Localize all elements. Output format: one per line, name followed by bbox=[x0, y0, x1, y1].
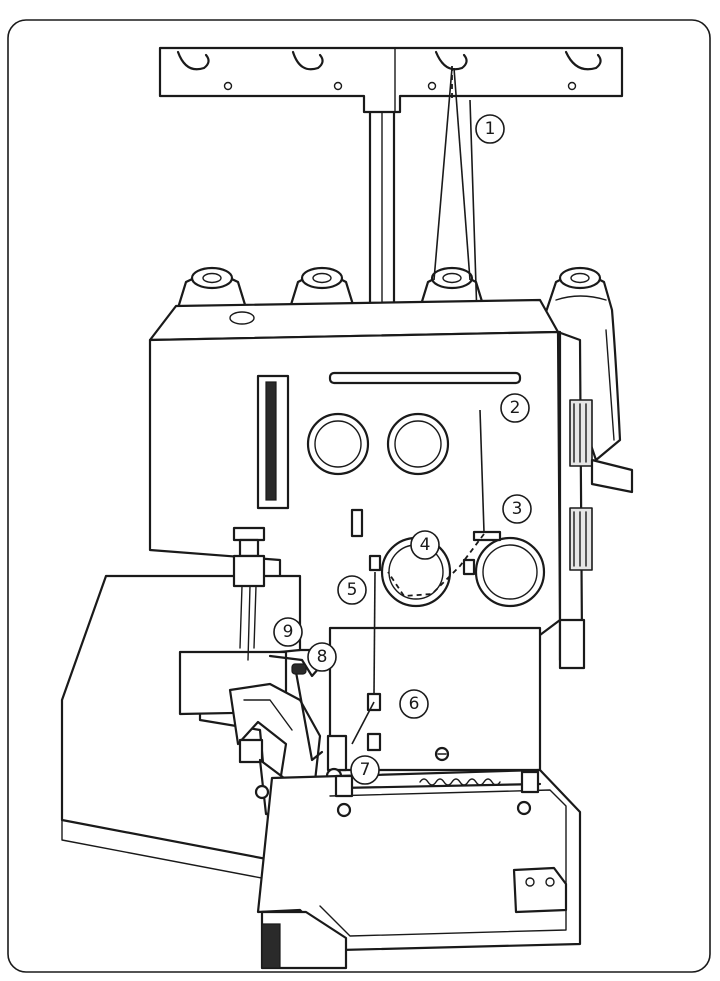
thread-path-lower bbox=[351, 409, 485, 745]
callout-7: 7 bbox=[350, 755, 380, 785]
thread-stand bbox=[158, 46, 624, 316]
callout-label: 9 bbox=[283, 622, 294, 642]
callout-label: 7 bbox=[360, 760, 371, 780]
callout-label: 3 bbox=[512, 499, 523, 519]
callout-9: 9 bbox=[273, 617, 303, 647]
callout-label: 2 bbox=[510, 398, 521, 418]
looper-area bbox=[328, 626, 542, 772]
callout-label: 4 bbox=[420, 535, 431, 555]
callout-8: 8 bbox=[307, 642, 337, 672]
callout-1: 1 bbox=[475, 114, 505, 144]
callout-6: 6 bbox=[399, 689, 429, 719]
callout-2: 2 bbox=[500, 393, 530, 423]
machine-body bbox=[148, 298, 634, 670]
front-cover bbox=[256, 768, 582, 970]
thread-cones bbox=[176, 266, 622, 462]
callout-4: 4 bbox=[410, 530, 440, 560]
callout-label: 1 bbox=[485, 119, 496, 139]
callout-label: 8 bbox=[317, 647, 328, 667]
diagram-frame bbox=[7, 19, 711, 973]
callout-3: 3 bbox=[502, 494, 532, 524]
callout-label: 6 bbox=[409, 694, 420, 714]
callout-5: 5 bbox=[337, 575, 367, 605]
callout-label: 5 bbox=[347, 580, 358, 600]
